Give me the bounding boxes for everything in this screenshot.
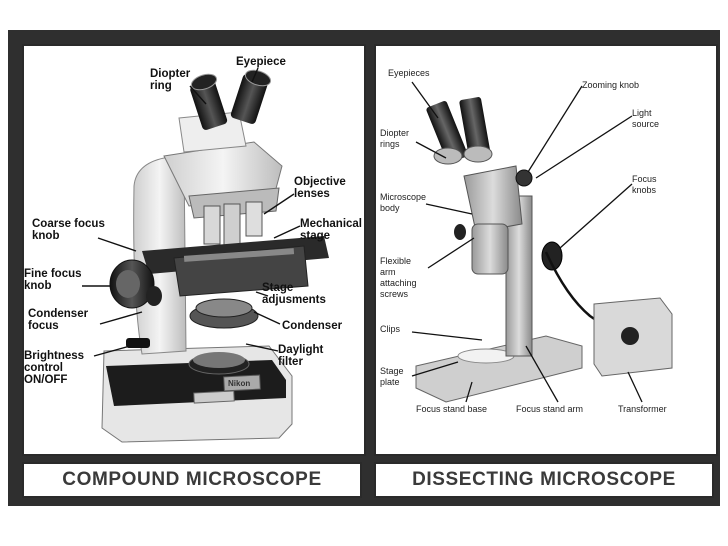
nikon-brand-plate: Nikon [228, 379, 251, 388]
dissecting-leader-lines [411, 81, 643, 403]
label-diopter-ring: Diopter ring [150, 68, 191, 92]
label-stage-adjustments: Stage adjusments [262, 282, 326, 306]
dissecting-microscope-illustration [411, 81, 673, 403]
label-objective-lenses: Objective lenses [294, 176, 346, 200]
label-eyepiece: Eyepiece [236, 56, 286, 68]
compound-leader-lines [82, 67, 301, 357]
label-daylight-filter: Daylight filter [278, 344, 324, 368]
label-coarse-focus-knob: Coarse focus knob [32, 218, 105, 242]
focus-stand-base [415, 335, 583, 403]
label-fine-focus-knob: Fine focus knob [24, 268, 82, 292]
compound-microscope-caption: COMPOUND MICROSCOPE [22, 462, 362, 498]
label-focus-knobs: Focus knobs [632, 174, 657, 195]
label-condenser: Condenser [282, 320, 343, 332]
label-microscope-body: Microscope body [380, 192, 427, 213]
label-eyepieces: Eyepieces [388, 68, 430, 78]
microscope-body-shape [463, 165, 523, 233]
label-mechanical-stage: Mechanical stage [300, 218, 362, 242]
base-top-panel [106, 360, 286, 406]
label-zooming-knob: Zooming knob [582, 80, 640, 90]
label-light-source: Light source [632, 108, 660, 129]
compound-microscope-panel: Diopter ring Eyepiece Objective lenses M… [22, 44, 366, 456]
label-brightness-control: Brightness control ON/OFF [24, 350, 85, 386]
label-clips: Clips [380, 324, 401, 334]
label-flexible-arm: Flexible arm attaching screws [380, 256, 417, 299]
dissecting-microscope-panel: Eyepieces Zooming knob Light source Diop… [374, 44, 718, 456]
compound-microscope-illustration [82, 67, 329, 443]
eyepiece-tubes [190, 69, 272, 130]
label-diopter-rings: Diopter rings [380, 128, 410, 149]
label-stage-plate: Stage plate [380, 366, 404, 387]
label-transformer: Transformer [618, 404, 667, 414]
label-focus-stand-base: Focus stand base [416, 404, 488, 414]
label-focus-stand-arm: Focus stand arm [516, 404, 584, 414]
dissecting-microscope-caption: DISSECTING MICROSCOPE [374, 462, 714, 498]
label-condenser-focus: Condenser focus [28, 308, 89, 332]
